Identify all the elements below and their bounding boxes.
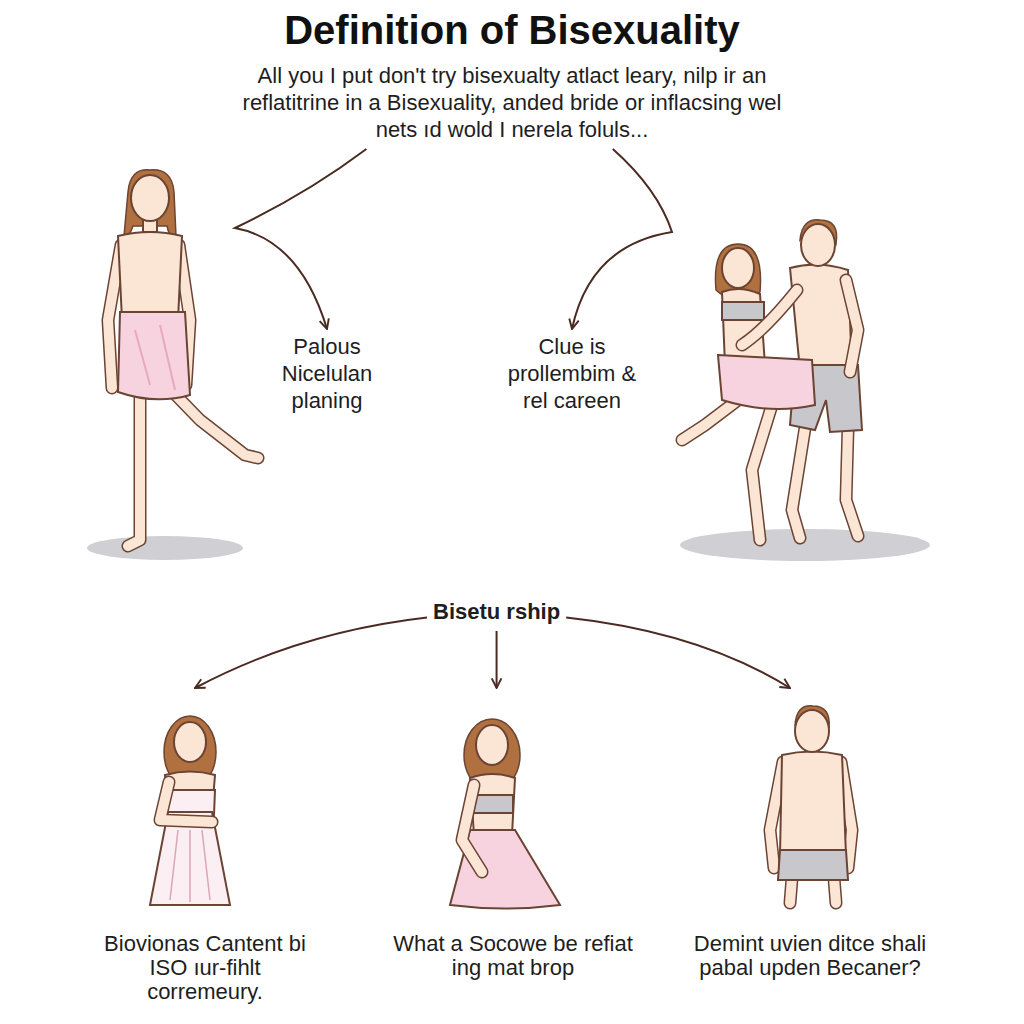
node-text: Biovionas Cantent bi ISO ıur-fihlt corre…: [94, 932, 316, 1004]
arm: [462, 785, 482, 872]
head: [801, 224, 835, 266]
figure-caption: Biovionas Cantent bi ISO ıur-fihlt corre…: [94, 690, 316, 1004]
hair: [124, 170, 176, 237]
node-text: What a Socowe be refiat ing mat brop: [393, 932, 633, 980]
arm: [462, 785, 482, 872]
arm: [742, 290, 797, 345]
leg: [682, 400, 738, 440]
fabric-fold: [170, 830, 210, 902]
head: [174, 722, 206, 762]
node-text: Bisetu rship: [433, 598, 560, 625]
leg: [682, 400, 738, 440]
fabric-fold: [135, 325, 175, 390]
standing-woman-figure: [150, 716, 230, 905]
head: [476, 725, 508, 765]
folded-arms: [160, 782, 212, 822]
leg: [128, 385, 140, 546]
head: [722, 248, 754, 288]
torso: [118, 232, 182, 320]
figure-note: Palous Nicelulan planing: [257, 333, 397, 414]
node-text: Clue is prollembim & rel careen: [497, 333, 647, 414]
leg: [790, 878, 792, 903]
figure-caption: Demint uvien ditce shali pabal upden Bec…: [690, 690, 930, 980]
leg: [128, 385, 140, 546]
leg: [792, 428, 805, 538]
section-heading: Bisetu rship: [433, 598, 560, 625]
figure-caption: What a Socowe be refiat ing mat brop: [393, 690, 633, 980]
wrap-skirt: [118, 312, 190, 399]
head: [795, 710, 829, 752]
node-text: All you I put don't try bisexualty atlac…: [232, 62, 792, 143]
node-text: Palous Nicelulan planing: [257, 333, 397, 414]
curved-arrow: [566, 618, 790, 689]
torso: [780, 752, 846, 856]
leg: [752, 405, 772, 540]
leg: [790, 878, 792, 903]
title-area: Definition of Bisexuality: [0, 8, 1024, 53]
pair-figure: [680, 220, 930, 561]
shorts: [778, 850, 848, 880]
arm: [846, 280, 858, 372]
curved-arrow: [235, 149, 366, 329]
curved-arrow: [195, 618, 427, 689]
curved-arrow: [496, 631, 498, 688]
leg: [846, 428, 858, 536]
ground-shadow: [87, 536, 243, 560]
figure-note: Clue is prollembim & rel careen: [497, 333, 647, 414]
standing-man-figure: [770, 706, 852, 903]
node-text: Demint uvien ditce shali pabal upden Bec…: [690, 932, 930, 980]
diagram-title: Definition of Bisexuality: [284, 8, 740, 52]
head: [131, 175, 169, 221]
top: [722, 302, 764, 320]
leg: [834, 878, 836, 903]
arm: [742, 290, 797, 345]
leg: [846, 428, 858, 536]
sitting-woman-figure: [450, 719, 560, 909]
leg: [752, 405, 772, 540]
leg: [792, 428, 805, 538]
curved-arrow: [572, 149, 672, 329]
arm: [846, 280, 858, 372]
skirt: [718, 355, 815, 409]
intro-text: All you I put don't try bisexualty atlac…: [232, 62, 792, 143]
leg: [834, 878, 836, 903]
folded-arms: [160, 782, 212, 822]
